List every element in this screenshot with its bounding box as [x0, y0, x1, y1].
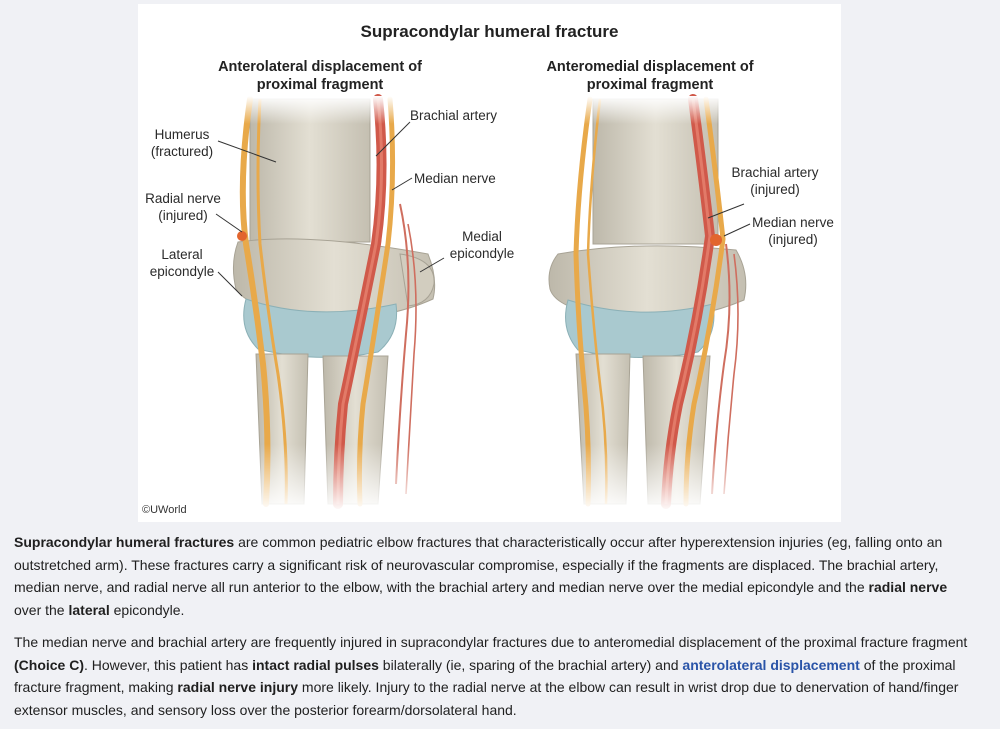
- p1-text-1: are common pediatric elbow fractures tha…: [14, 534, 943, 595]
- right-panel-title-line2: proximal fragment: [586, 77, 714, 93]
- term-intact-radial-pulses: intact radial pulses: [252, 656, 379, 673]
- elbow-illustration: [215, 94, 768, 512]
- highlight-anterolateral-displacement[interactable]: anterolateral displacement: [682, 656, 860, 673]
- label-lateral-epicondyle-line2: epicondyle: [149, 264, 215, 279]
- label-brachial-artery-injured: Brachial artery (injured): [720, 164, 830, 198]
- p2-text-3: bilaterally (ie, sparing of the brachial…: [378, 656, 683, 673]
- p2-text-5: more likely. Injury to the radial nerve …: [14, 679, 959, 718]
- label-radial-nerve-line2: (injured): [158, 208, 208, 223]
- explanation-text: Supracondylar humeral fractures are comm…: [14, 531, 974, 721]
- label-median-nerve-injured: Median nerve (injured): [746, 214, 840, 248]
- label-radial-nerve-line1: Radial nerve: [145, 191, 221, 206]
- paragraph-2: The median nerve and brachial artery are…: [14, 631, 974, 721]
- label-radial-nerve: Radial nerve (injured): [138, 190, 228, 224]
- p1-text-3: epicondyle.: [109, 601, 185, 618]
- label-lateral-epicondyle-line1: Lateral: [161, 247, 203, 262]
- left-panel-title: Anterolateral displacement of proximal f…: [190, 58, 450, 94]
- label-median-nerve-injured-line2: (injured): [768, 232, 818, 247]
- label-brachial-artery: Brachial artery: [410, 108, 498, 123]
- figure-panel: Supracondylar humeral fracture Anterolat…: [138, 4, 841, 522]
- label-humerus: Humerus (fractured): [144, 126, 220, 160]
- figure-title: Supracondylar humeral fracture: [360, 22, 619, 41]
- p2-text-2: . However, this patient has: [84, 656, 253, 673]
- label-brachial-artery-injured-line1: Brachial artery: [731, 165, 819, 180]
- left-panel-title-line2: proximal fragment: [256, 77, 384, 93]
- term-radial-nerve: radial nerve: [868, 579, 948, 595]
- label-medial-epicondyle: Medial epicondyle: [442, 228, 522, 262]
- choice-c: (Choice C): [14, 656, 84, 673]
- label-humerus-line2: (fractured): [150, 144, 214, 159]
- copyright-notice: ©UWorld: [142, 504, 187, 516]
- right-elbow-drawing: [538, 94, 768, 512]
- label-median-nerve: Median nerve: [414, 171, 496, 186]
- p2-text-4: of the proximal fracture fragment, makin…: [14, 656, 956, 696]
- term-supracondylar: Supracondylar humeral fractures: [14, 534, 235, 550]
- term-radial-nerve-injury: radial nerve injury: [177, 679, 299, 695]
- term-lateral: lateral: [68, 601, 110, 618]
- label-median-nerve-injured-line1: Median nerve: [752, 215, 834, 230]
- left-panel-title-line1: Anterolateral displacement of: [218, 59, 422, 75]
- label-humerus-line1: Humerus: [154, 127, 210, 142]
- p1-text-2: over the: [14, 601, 69, 618]
- label-brachial-artery-injured-line2: (injured): [750, 182, 800, 197]
- right-panel-title: Anteromedial displacement of proximal fr…: [520, 58, 780, 94]
- paragraph-1: Supracondylar humeral fractures are comm…: [14, 531, 974, 621]
- left-elbow-drawing: [215, 94, 448, 512]
- label-medial-epicondyle-line2: epicondyle: [449, 246, 515, 261]
- p2-text-1: The median nerve and brachial artery are…: [14, 634, 968, 650]
- right-panel-title-line1: Anteromedial displacement of: [546, 59, 754, 75]
- label-medial-epicondyle-line1: Medial: [462, 229, 502, 244]
- label-lateral-epicondyle: Lateral epicondyle: [142, 246, 222, 280]
